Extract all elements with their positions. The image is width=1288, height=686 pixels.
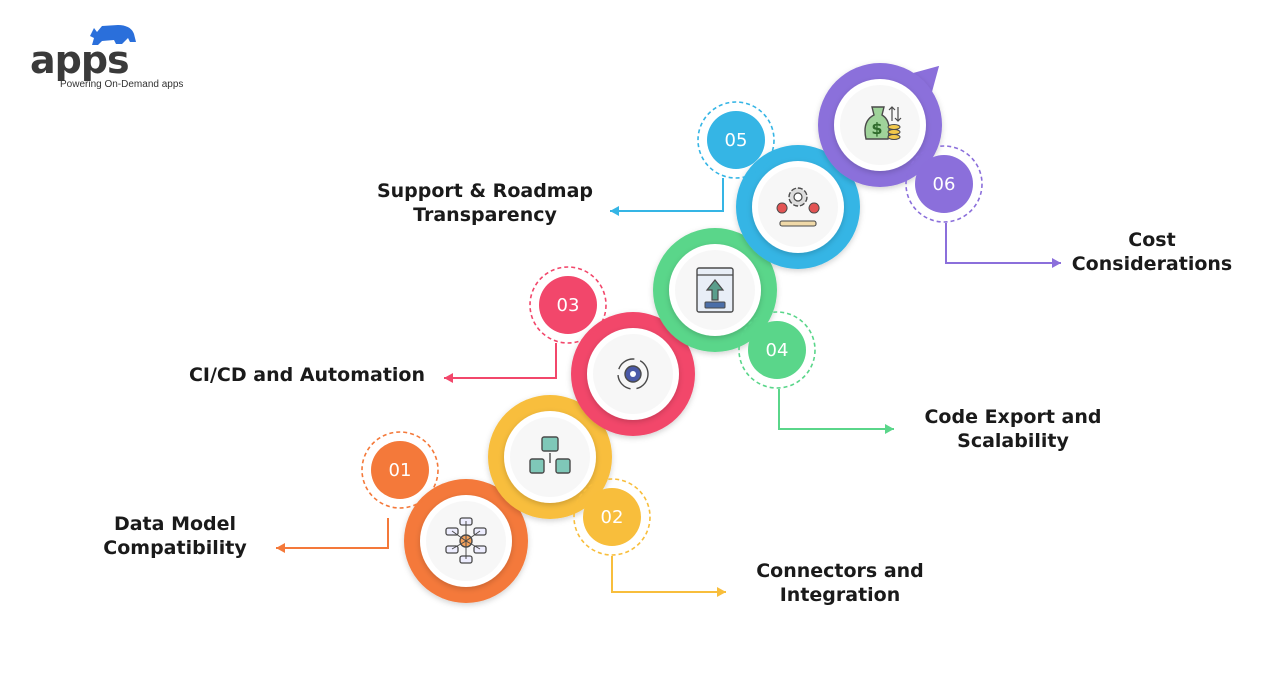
arrow-head: [1052, 258, 1061, 268]
logo: apps Powering On-Demand apps: [28, 22, 228, 92]
step-label-line: Transparency: [413, 204, 557, 226]
step-ring: [736, 145, 860, 269]
connector-line: [276, 518, 389, 549]
step-label-line: Cost: [1128, 229, 1176, 251]
svg-text:$: $: [871, 119, 882, 138]
step-number-badge: 03: [529, 266, 607, 344]
arrow-head: [885, 424, 894, 434]
logo-wordmark: apps: [30, 38, 130, 82]
rhino-icon: [90, 25, 136, 45]
step-number-badge: 06: [905, 145, 983, 223]
gear-cycle-icon: [617, 358, 649, 390]
money-bag-icon: $: [864, 106, 902, 140]
arrow-head: [610, 206, 619, 216]
step-ring: [653, 228, 777, 352]
connector-line: [444, 343, 557, 379]
connector-line: [945, 223, 1061, 264]
code-upload-icon: [696, 267, 734, 313]
connector-line: [611, 556, 726, 593]
step-number: 05: [725, 130, 748, 151]
step-number-badge: 01: [361, 431, 439, 509]
roadmap-gear-icon: [776, 187, 820, 227]
database-network-icon: [445, 517, 487, 564]
step-label-line: Code Export and: [924, 406, 1102, 428]
step-label-line: Scalability: [957, 430, 1069, 452]
step-label-line: Integration: [779, 584, 901, 606]
step-label-line: Data Model: [113, 513, 237, 535]
connector-line: [778, 389, 894, 430]
logo-tagline: Powering On-Demand apps: [60, 79, 184, 90]
step-number: 02: [601, 507, 624, 528]
step-number-badge: 05: [697, 101, 775, 179]
step-label: CI/CD and Automation: [177, 363, 437, 387]
step-number: 03: [557, 295, 580, 316]
step-label-line: Connectors and: [756, 560, 924, 582]
step-number-badge: 02: [573, 478, 651, 556]
arrow-head: [276, 543, 285, 553]
step-ring: [571, 312, 695, 436]
step-label-line: CI/CD and Automation: [188, 364, 425, 386]
step-ring: [488, 395, 612, 519]
step-ring: $: [818, 63, 942, 187]
arrow-head: [444, 373, 453, 383]
puzzle-code-icon: [529, 436, 571, 474]
step-label-line: Compatibility: [103, 537, 247, 559]
step-number: 04: [766, 340, 789, 361]
step-label-line: Considerations: [1071, 253, 1233, 275]
arrow-head: [717, 587, 726, 597]
step-label-line: Support & Roadmap: [376, 180, 594, 202]
step-number: 01: [389, 460, 412, 481]
step-number-badge: 04: [738, 311, 816, 389]
connector-line: [610, 178, 724, 212]
step-number: 06: [933, 174, 956, 195]
